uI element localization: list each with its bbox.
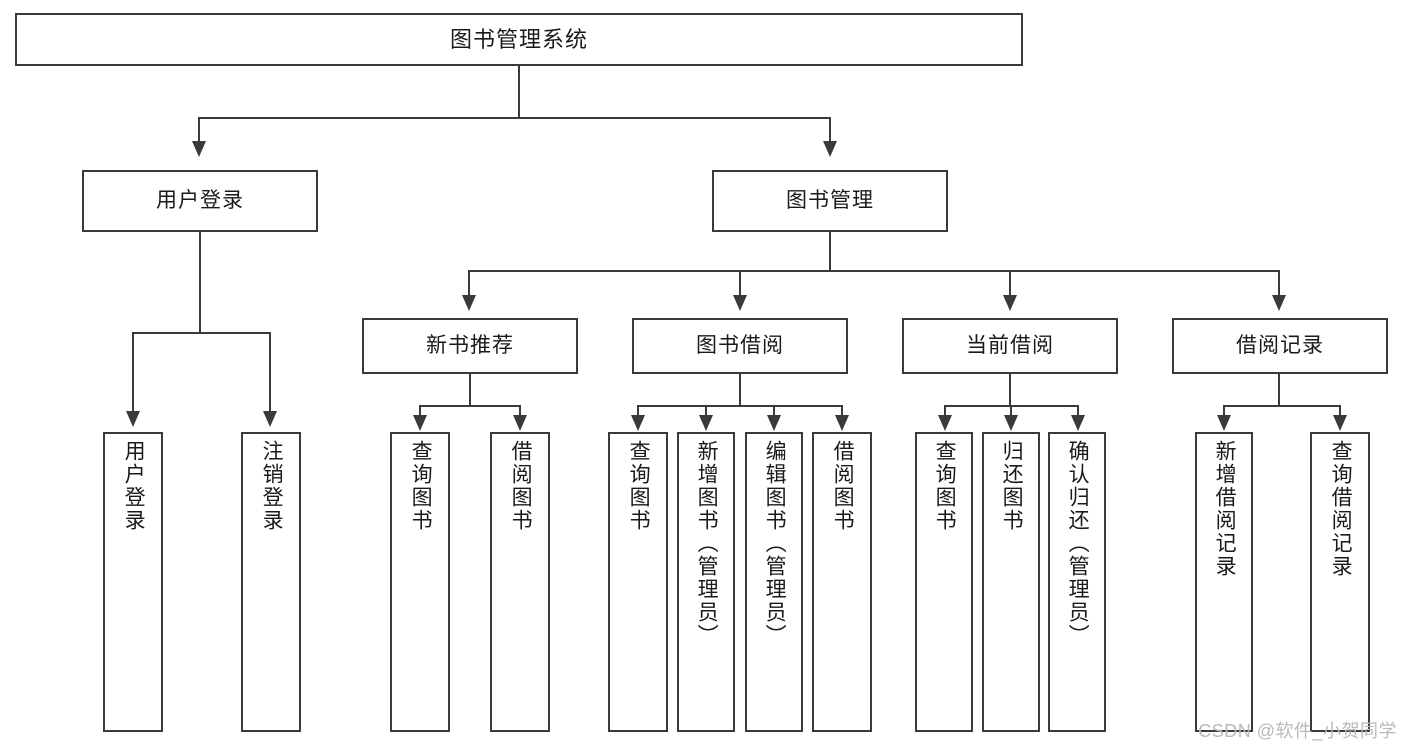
connector-current-borrow-drop-3 [1077, 405, 1079, 418]
node-label: 借阅记录 [1236, 333, 1324, 357]
connector-book-borrow-stem [739, 374, 741, 406]
node-current-borrow[interactable]: 当前借阅 [902, 318, 1118, 374]
node-user-login[interactable]: 用户登录 [82, 170, 318, 232]
connector-l3-drop-3 [1009, 270, 1011, 296]
connector-borrow-record-stem [1278, 374, 1280, 406]
node-label: 借阅图书 [509, 440, 533, 532]
arrowhead-leaf-current-borrow-2 [1004, 415, 1018, 431]
node-new-book-recommend[interactable]: 新书推荐 [362, 318, 578, 374]
arrowhead-leaf-current-borrow-3 [1071, 415, 1085, 431]
connector-l3-drop-1 [468, 270, 470, 296]
connector-root-stem [518, 66, 520, 118]
node-label: 归还图书 [1000, 440, 1024, 532]
arrowhead-leaf-book-borrow-3 [767, 415, 781, 431]
connector-root-bus [198, 117, 831, 119]
connector-current-borrow-drop-1 [944, 405, 946, 418]
node-label: 查询图书 [933, 440, 957, 532]
node-label: 图书管理 [786, 188, 874, 212]
node-label: 用户登录 [122, 440, 146, 532]
node-label: 新增借阅记录 [1213, 440, 1237, 578]
connector-borrow-record-drop-2 [1339, 405, 1341, 418]
leaf-book-borrow-add-book[interactable]: 新增图书（管理员） [677, 432, 735, 732]
arrowhead-leaf-book-borrow-1 [631, 415, 645, 431]
connector-book-borrow-bus [637, 405, 843, 407]
connector-user-login-drop-1 [132, 332, 134, 412]
connector-user-login-stem [199, 232, 201, 333]
connector-l3-drop-2 [739, 270, 741, 296]
node-borrow-record[interactable]: 借阅记录 [1172, 318, 1388, 374]
connector-book-borrow-drop-1 [637, 405, 639, 418]
connector-borrow-record-drop-1 [1223, 405, 1225, 418]
connector-new-book-drop-1 [419, 405, 421, 418]
connector-book-borrow-drop-3 [773, 405, 775, 418]
arrowhead-to-borrow-record [1272, 295, 1286, 311]
node-label: 注销登录 [260, 440, 284, 532]
arrowhead-to-current-borrow [1003, 295, 1017, 311]
connector-current-borrow-drop-2 [1010, 405, 1012, 418]
leaf-borrow-record-query-record[interactable]: 查询借阅记录 [1310, 432, 1370, 732]
leaf-current-borrow-confirm-return[interactable]: 确认归还（管理员） [1048, 432, 1106, 732]
node-root-system[interactable]: 图书管理系统 [15, 13, 1023, 66]
connector-current-borrow-stem [1009, 374, 1011, 406]
arrowhead-leaf-current-borrow-1 [938, 415, 952, 431]
node-book-management[interactable]: 图书管理 [712, 170, 948, 232]
leaf-book-borrow-edit-book[interactable]: 编辑图书（管理员） [745, 432, 803, 732]
connector-book-manage-stem [829, 232, 831, 272]
connector-new-book-drop-2 [519, 405, 521, 418]
node-label: 借阅图书 [831, 440, 855, 532]
leaf-user-login-logout[interactable]: 注销登录 [241, 432, 301, 732]
leaf-borrow-record-add-record[interactable]: 新增借阅记录 [1195, 432, 1253, 732]
node-label: 编辑图书（管理员） [763, 440, 787, 647]
csdn-watermark: CSDN @软件_小贺同学 [1198, 721, 1397, 741]
connector-l3-drop-4 [1278, 270, 1280, 296]
connector-root-drop-right [829, 117, 831, 143]
leaf-book-borrow-borrow-book[interactable]: 借阅图书 [812, 432, 872, 732]
leaf-new-book-borrow-book[interactable]: 借阅图书 [490, 432, 550, 732]
connector-root-drop-left [198, 117, 200, 143]
arrowhead-leaf-borrow-record-2 [1333, 415, 1347, 431]
node-label: 图书借阅 [696, 333, 784, 357]
connector-user-login-bus [132, 332, 269, 334]
connector-borrow-record-bus [1223, 405, 1341, 407]
arrowhead-leaf-new-book-1 [413, 415, 427, 431]
arrowhead-leaf-book-borrow-2 [699, 415, 713, 431]
node-label: 图书管理系统 [449, 26, 588, 52]
connector-book-manage-bus [468, 270, 1280, 272]
node-label: 用户登录 [156, 188, 244, 212]
connector-new-book-bus [419, 405, 521, 407]
leaf-current-borrow-query-book[interactable]: 查询图书 [915, 432, 973, 732]
connector-user-login-drop-2 [269, 332, 271, 412]
arrowhead-leaf-user-login-2 [263, 411, 277, 427]
node-label: 查询图书 [409, 440, 433, 532]
arrowhead-to-book-borrow [733, 295, 747, 311]
connector-book-borrow-drop-2 [705, 405, 707, 418]
node-label: 新增图书（管理员） [695, 440, 719, 647]
node-label: 查询图书 [627, 440, 651, 532]
arrowhead-leaf-new-book-2 [513, 415, 527, 431]
arrowhead-leaf-user-login-1 [126, 411, 140, 427]
arrowhead-leaf-book-borrow-4 [835, 415, 849, 431]
node-label: 新书推荐 [426, 333, 514, 357]
leaf-current-borrow-return-book[interactable]: 归还图书 [982, 432, 1040, 732]
arrowhead-to-book-manage [823, 141, 837, 157]
node-label: 查询借阅记录 [1329, 440, 1353, 578]
node-book-borrow[interactable]: 图书借阅 [632, 318, 848, 374]
connector-new-book-stem [469, 374, 471, 406]
arrowhead-to-user-login [192, 141, 206, 157]
leaf-book-borrow-query-book[interactable]: 查询图书 [608, 432, 668, 732]
arrowhead-to-new-book [462, 295, 476, 311]
leaf-user-login-login[interactable]: 用户登录 [103, 432, 163, 732]
node-label: 当前借阅 [966, 333, 1054, 357]
connector-book-borrow-drop-4 [841, 405, 843, 418]
arrowhead-leaf-borrow-record-1 [1217, 415, 1231, 431]
node-label: 确认归还（管理员） [1066, 440, 1090, 647]
leaf-new-book-query-book[interactable]: 查询图书 [390, 432, 450, 732]
